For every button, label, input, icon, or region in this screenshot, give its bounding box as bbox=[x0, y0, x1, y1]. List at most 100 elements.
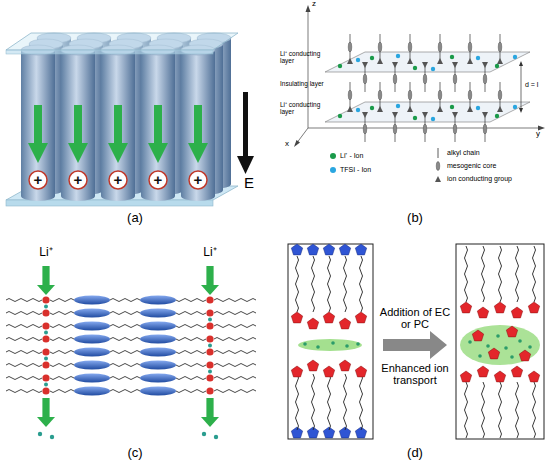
ion-dot bbox=[331, 341, 335, 345]
charge-sign: + bbox=[188, 170, 208, 190]
ion-dot bbox=[44, 331, 48, 335]
ion-dot bbox=[478, 354, 482, 358]
pentagon-group bbox=[477, 366, 488, 377]
mesogen-molecule bbox=[362, 62, 368, 92]
alkyl-chain bbox=[499, 246, 502, 302]
top-plate bbox=[6, 33, 238, 50]
molecule-row bbox=[6, 321, 256, 330]
ion-dot bbox=[214, 435, 218, 439]
spacing-arrow-head bbox=[519, 61, 523, 66]
ion-flow-arrow bbox=[37, 266, 55, 295]
pentagon-group bbox=[519, 350, 530, 361]
mesogen-molecule bbox=[452, 112, 458, 142]
pentagon-group bbox=[291, 244, 302, 255]
mesogen-molecule bbox=[347, 82, 353, 112]
structure-box bbox=[288, 244, 373, 439]
alkyl-chain bbox=[465, 382, 468, 438]
ion-label: Li⁺ bbox=[195, 246, 225, 259]
mesogen-molecule bbox=[392, 112, 398, 142]
mesogen-molecule bbox=[392, 62, 398, 92]
tfsi-ion bbox=[396, 104, 400, 108]
transport-zone bbox=[298, 339, 362, 351]
legend-item: mesogenic core bbox=[432, 161, 550, 171]
ion-dot bbox=[518, 339, 522, 343]
green-arrow bbox=[28, 105, 48, 163]
ion-dot bbox=[50, 435, 54, 439]
pentagon-group bbox=[528, 371, 539, 382]
green-arrow bbox=[68, 105, 88, 163]
charge-circle-shape bbox=[149, 171, 167, 189]
molecule-row bbox=[6, 295, 256, 304]
green-arrow bbox=[148, 105, 168, 163]
legend-item: Li⁺ - Ion bbox=[330, 152, 450, 160]
pentagon-group bbox=[323, 427, 334, 438]
charge-circle-shape bbox=[189, 171, 207, 189]
mesogen-molecule bbox=[407, 34, 413, 64]
pentagon-group bbox=[506, 326, 517, 337]
panel-label: (c) bbox=[120, 446, 150, 460]
alkyl-chain-sample bbox=[438, 148, 439, 158]
li-ion bbox=[338, 64, 342, 68]
alkyl-chain bbox=[312, 374, 315, 430]
pentagon-group bbox=[355, 244, 366, 255]
layer-label: Li⁺ conducting layer bbox=[280, 50, 324, 64]
pentagon-group bbox=[307, 244, 318, 255]
panel-label: (b) bbox=[400, 211, 430, 225]
ion-dot bbox=[208, 344, 212, 348]
pentagon-group bbox=[339, 427, 350, 438]
ion-dot bbox=[345, 344, 349, 348]
legend-text: ion conducting group bbox=[447, 175, 550, 183]
ion-dot bbox=[468, 340, 472, 344]
panel-b-art bbox=[294, 5, 545, 147]
pentagon-group bbox=[511, 366, 522, 377]
charge-sign: + bbox=[28, 170, 48, 190]
mesogen-molecule bbox=[437, 34, 443, 64]
alkyl-chain bbox=[533, 382, 536, 438]
alkyl-chain bbox=[296, 256, 299, 312]
charge-circle-shape bbox=[109, 171, 127, 189]
field-arrow-shaft bbox=[243, 92, 248, 158]
charge-sign: + bbox=[108, 170, 128, 190]
ion-dot bbox=[303, 342, 307, 346]
ion-flow-arrow bbox=[201, 266, 219, 295]
ion-dot bbox=[528, 345, 532, 349]
pentagon-group bbox=[307, 318, 318, 329]
li-ion bbox=[413, 116, 417, 120]
charge-circle-shape bbox=[69, 171, 87, 189]
structure-box bbox=[456, 244, 544, 439]
pentagon-group bbox=[355, 312, 366, 323]
legend-swatch bbox=[330, 167, 336, 173]
legend-sample bbox=[432, 148, 444, 158]
legend-text: mesogenic core bbox=[447, 162, 550, 170]
charge-circle: + bbox=[188, 170, 208, 190]
pentagon-group bbox=[460, 302, 471, 313]
pentagon-group bbox=[472, 330, 483, 341]
ion-dot bbox=[38, 432, 42, 436]
ion-dot bbox=[486, 344, 490, 348]
mesogen-molecule bbox=[377, 34, 383, 64]
mesogen-molecule bbox=[422, 112, 428, 142]
mesogen-molecule bbox=[452, 62, 458, 92]
panel-d-art bbox=[288, 244, 544, 439]
charge-circle: + bbox=[148, 170, 168, 190]
spacing-label: d = l bbox=[525, 81, 550, 89]
layer-label: Li⁺ conducting layer bbox=[280, 101, 324, 115]
pentagon-group bbox=[291, 312, 302, 323]
column-cylinder bbox=[141, 45, 175, 201]
li-ion bbox=[495, 64, 499, 68]
charge-circle: + bbox=[108, 170, 128, 190]
mesogen-molecule bbox=[497, 34, 503, 64]
alkyl-chain bbox=[482, 246, 485, 302]
tfsi-ion bbox=[431, 67, 435, 71]
axis-label: z bbox=[312, 0, 326, 9]
ion-dot bbox=[44, 383, 48, 387]
alkyl-chain bbox=[465, 246, 468, 302]
alkyl-chain bbox=[533, 246, 536, 302]
process-label: Addition of EC or PC bbox=[377, 306, 453, 330]
ion-flow-arrow bbox=[37, 398, 55, 427]
process-label: Enhanced ion transport bbox=[375, 362, 455, 386]
ion-dot bbox=[510, 355, 514, 359]
pentagon-group bbox=[323, 312, 334, 323]
charge-sign: + bbox=[68, 170, 88, 190]
